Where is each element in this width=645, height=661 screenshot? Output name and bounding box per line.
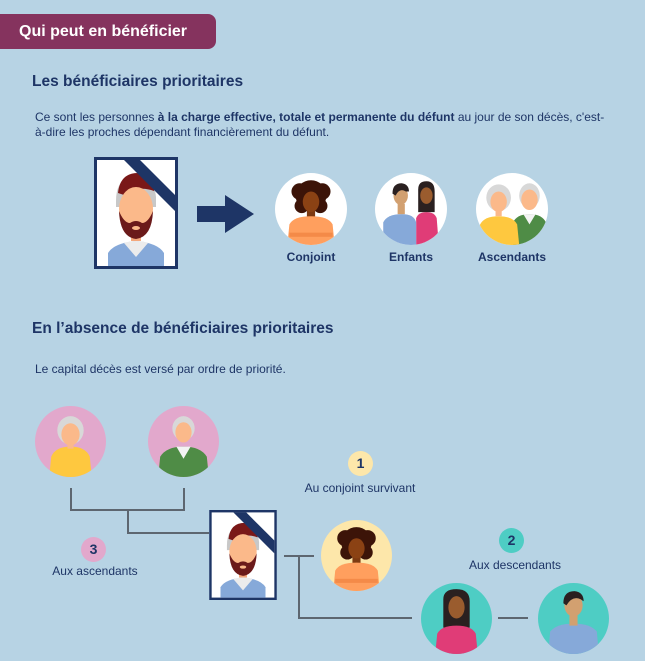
- beneficiary-enfants-avatar: [375, 173, 447, 245]
- connector-line: [298, 555, 300, 619]
- section1-text-post: au jour de son décès, c'est-à-dire les p…: [35, 110, 605, 139]
- son-avatar: [538, 583, 609, 654]
- beneficiary-label-conjoint: Conjoint: [286, 250, 336, 264]
- children-avatar-icon: [375, 173, 447, 245]
- connector-line: [70, 488, 72, 510]
- beneficiary-label-enfants: Enfants: [388, 250, 433, 264]
- arrow-right-icon: [197, 195, 255, 233]
- section1-text-pre: Ce sont les personnes: [35, 110, 158, 124]
- deceased-portrait: [94, 157, 178, 269]
- grandfather-avatar: [148, 406, 219, 477]
- woman-avatar-icon: [321, 520, 392, 591]
- grandmother-icon: [35, 406, 106, 477]
- priority-2-label: Aux descendants: [468, 558, 562, 572]
- section1-text: Ce sont les personnes à la charge effect…: [35, 110, 605, 140]
- grandmother-avatar: [35, 406, 106, 477]
- beneficiary-conjoint-avatar: [275, 173, 347, 245]
- elderly-couple-avatar-icon: [476, 173, 548, 245]
- section-tag: Qui peut en bénéficier: [0, 14, 216, 49]
- deceased-portrait-2: [209, 510, 277, 600]
- woman-avatar-icon: [275, 173, 347, 245]
- section2-title: En l’absence de bénéficiaires prioritair…: [32, 320, 334, 337]
- connector-line: [298, 617, 412, 619]
- priority-3-label: Aux ascendants: [52, 564, 138, 578]
- priority-1-label: Au conjoint survivant: [304, 481, 416, 495]
- grandfather-icon: [148, 406, 219, 477]
- beneficiary-label-ascendants: Ascendants: [477, 250, 547, 264]
- section1-title: Les bénéficiaires prioritaires: [32, 73, 244, 90]
- connector-line: [183, 488, 185, 510]
- connector-line: [498, 617, 528, 619]
- priority-2-badge: 2: [499, 528, 524, 553]
- section1-text-bold: à la charge effective, totale et permane…: [157, 110, 455, 124]
- spouse-avatar: [321, 520, 392, 591]
- connector-line: [127, 532, 209, 534]
- section2-text: Le capital décès est versé par ordre de …: [35, 362, 286, 376]
- deceased-man-icon: [94, 157, 178, 269]
- priority-1-badge: 1: [348, 451, 373, 476]
- connector-line: [127, 509, 129, 533]
- priority-3-badge: 3: [81, 537, 106, 562]
- girl-icon: [421, 583, 492, 654]
- deceased-man-icon: [209, 510, 277, 600]
- beneficiary-ascendants-avatar: [476, 173, 548, 245]
- boy-icon: [538, 583, 609, 654]
- daughter-avatar: [421, 583, 492, 654]
